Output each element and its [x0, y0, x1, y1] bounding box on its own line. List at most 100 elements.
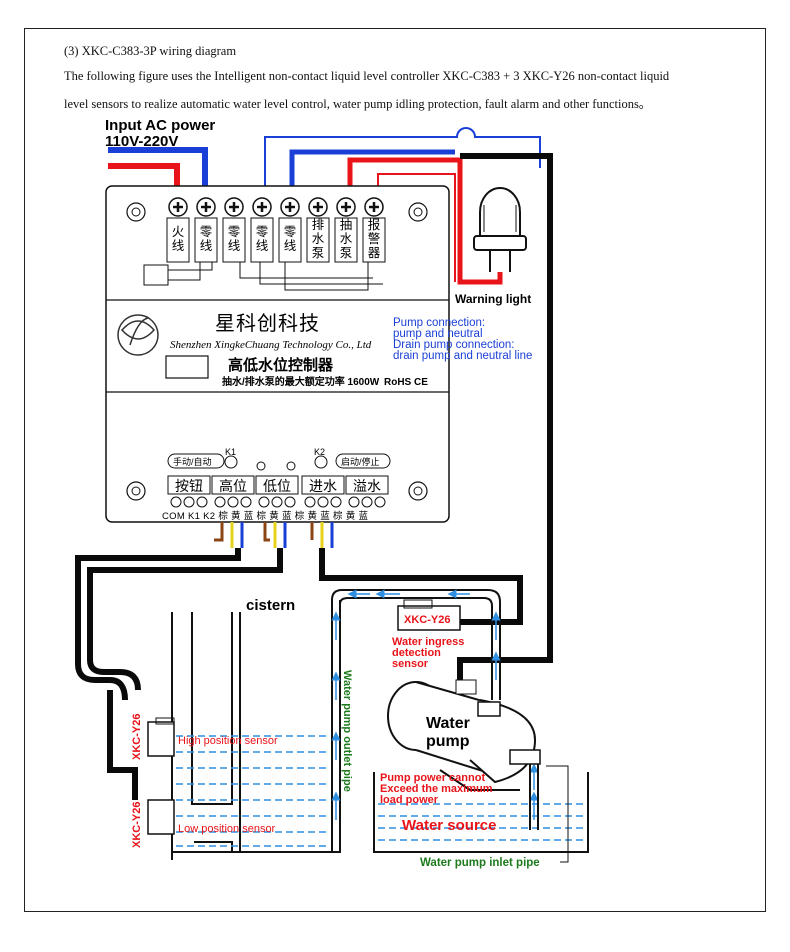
- panel-terminal-screw-icon: [330, 496, 342, 508]
- terminal-5[interactable]: 零线: [278, 197, 302, 263]
- terminal-3[interactable]: 零线: [222, 197, 246, 263]
- panel-terminal-screw-icon: [374, 496, 386, 508]
- panel-terminal-screw-icon: [317, 496, 329, 508]
- terminal-6[interactable]: 排水泵: [306, 197, 330, 263]
- pump-power-cable: [457, 153, 553, 700]
- terminal-label-char: 器: [368, 246, 381, 260]
- pump-label-2: pump: [426, 733, 470, 750]
- k1-label: K1: [225, 447, 236, 457]
- inlet-sensor-cable: [310, 522, 334, 548]
- panel-terminal-screw-icon: [183, 496, 195, 508]
- terminal-label-char: 水: [340, 232, 353, 246]
- k2-button[interactable]: [314, 455, 328, 469]
- description-line-2: level sensors to realize automatic water…: [64, 97, 652, 111]
- terminal-label-char: 线: [284, 239, 297, 253]
- mount-hole-icon: [126, 481, 146, 501]
- k1-button[interactable]: [224, 455, 238, 469]
- display-window: [165, 355, 209, 379]
- terminal-1[interactable]: 火线: [166, 197, 190, 263]
- high-position-sensor: [147, 721, 175, 757]
- terminal-4[interactable]: 零线: [250, 197, 274, 263]
- cert-marks: RoHS CE: [384, 377, 428, 388]
- manual-auto-label: 手动/自动: [173, 456, 212, 467]
- panel-group-2: 高位: [211, 475, 255, 508]
- terminal-label-char: 零: [200, 225, 213, 239]
- terminal-8[interactable]: 报警器: [362, 197, 386, 263]
- power-note: 抽水/排水泵的最大额定功率 1600W: [222, 375, 380, 388]
- inlet-pipe: [529, 764, 539, 830]
- panel-group-label: 溢水: [353, 478, 381, 494]
- terminal-label-char: 线: [228, 239, 241, 253]
- terminal-2[interactable]: 零线: [194, 197, 218, 263]
- warning-light-icon: [473, 187, 527, 272]
- indicator-led: [256, 461, 266, 471]
- inlet-pipe-label: Water pump inlet pipe: [420, 857, 540, 869]
- terminal-label-char: 泵: [312, 246, 325, 260]
- manual-auto-switch-label-box: [167, 453, 225, 469]
- outlet-pipe-label: Water pump outlet pipe: [341, 670, 353, 792]
- ingress-label-1: Water ingress: [392, 636, 464, 648]
- brand-en-name: Shenzhen XingkeChuang Technology Co., Lt…: [170, 339, 372, 351]
- terminal-label-char: 抽: [340, 218, 353, 232]
- ingress-label-3: sensor: [392, 658, 429, 670]
- source-water-level: [378, 803, 584, 841]
- pump-label-1: Water: [426, 715, 470, 732]
- high-sensor-cable: [214, 522, 244, 548]
- low-sensor-label: Low position sensor: [178, 823, 276, 835]
- neutral-input-wire: [108, 147, 208, 186]
- panel-terminal-screw-icon: [348, 496, 360, 508]
- diagram-frame: [24, 28, 766, 912]
- terminal-label-char: 零: [256, 225, 269, 239]
- water-ingress-sensor: [397, 605, 461, 631]
- panel-terminal-screw-icon: [240, 496, 252, 508]
- pump-note-3: Drain pump connection:: [393, 339, 514, 351]
- panel-group-5: 溢水: [345, 475, 389, 508]
- terminal-label-char: 水: [312, 232, 325, 246]
- panel-group-label: 高位: [219, 478, 247, 494]
- power-label-2: 110V-220V: [105, 133, 178, 150]
- product-name: 高低水位控制器: [228, 356, 334, 374]
- low-sensor-tag: XKC-Y26: [131, 802, 143, 848]
- power-warning-2: Exceed the maximum: [380, 783, 493, 795]
- terminal-label-char: 线: [256, 239, 269, 253]
- panel-group-label: 进水: [309, 478, 337, 494]
- panel-group-1: 按钮: [167, 475, 211, 508]
- mount-hole-icon: [126, 202, 146, 222]
- mount-hole-icon: [408, 202, 428, 222]
- neutral-to-warning-light-wire: [264, 127, 541, 198]
- ingress-sensor-tag: XKC-Y26: [404, 614, 450, 626]
- water-source-tank: [373, 772, 589, 853]
- panel-terminal-screw-icon: [361, 496, 373, 508]
- k2-label: K2: [314, 447, 325, 457]
- brand-logo-icon: [117, 314, 159, 356]
- warning-light-label: Warning light: [455, 292, 531, 306]
- panel-terminal-screw-icon: [258, 496, 270, 508]
- cistern-water-level: [176, 735, 330, 847]
- description-line-1: The following figure uses the Intelligen…: [64, 69, 670, 83]
- brand-cn-name: 星科创科技: [215, 312, 320, 335]
- panel-group-label: 低位: [263, 478, 291, 494]
- panel-terminal-screw-icon: [214, 496, 226, 508]
- terminal-7[interactable]: 抽水泵: [334, 197, 358, 263]
- panel-terminal-screw-icon: [304, 496, 316, 508]
- pump-note-4: drain pump and neutral line: [393, 350, 532, 362]
- low-position-sensor: [147, 799, 175, 835]
- terminal-label-char: 排: [312, 218, 325, 232]
- panel-terminal-screw-icon: [284, 496, 296, 508]
- high-sensor-black-cable: [75, 548, 241, 701]
- start-stop-label: 启动/停止: [341, 456, 380, 467]
- water-pump-icon: [387, 679, 541, 791]
- panel-group-label: 按钮: [175, 478, 203, 494]
- ingress-label-2: detection: [392, 647, 441, 659]
- neutral-to-pump-wire: [289, 149, 455, 198]
- terminal-label-char: 零: [228, 225, 241, 239]
- mount-hole-icon: [408, 481, 428, 501]
- diagram-title: (3) XKC-C383-3P wiring diagram: [64, 44, 237, 58]
- live-input-wire: [108, 163, 180, 186]
- terminal-label-char: 泵: [340, 246, 353, 260]
- power-warning-1: Pump power cannot: [380, 772, 485, 784]
- sensor-terminal-groups: 按钮高位低位 进水溢水: [167, 475, 389, 508]
- low-sensor-cable: [263, 522, 287, 548]
